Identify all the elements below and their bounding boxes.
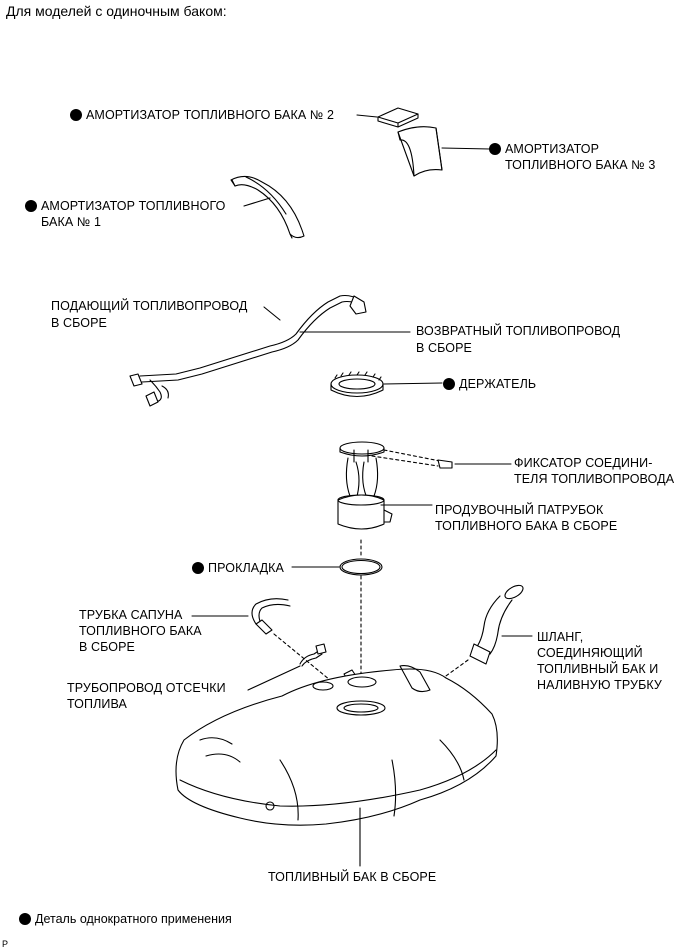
label-text: АМОРТИЗАТОР ТОПЛИВНОГО <box>41 199 226 213</box>
label-fuel-tube-connector-clip: ФИКСАТОР СОЕДИНИ- <box>514 456 653 470</box>
legend-text: Деталь однократного применения <box>35 912 232 926</box>
label-text: АМОРТИЗАТОР ТОПЛИВНОГО БАКА № 2 <box>86 108 334 122</box>
label-supply-fuel-tube-line2: В СБОРЕ <box>51 316 107 330</box>
non-reusable-part-dot-icon <box>489 143 501 155</box>
label-breather-tube-line3: В СБОРЕ <box>79 640 135 654</box>
label-retainer: ДЕРЖАТЕЛЬ <box>443 376 536 393</box>
filler-hose-part <box>431 584 533 687</box>
non-reusable-part-dot-icon <box>25 200 37 212</box>
label-filler-hose-line3: ТОПЛИВНЫЙ БАК И <box>537 662 659 676</box>
fuel-tank-damper-3-part <box>397 126 491 177</box>
fuel-tube-assembly-part <box>129 294 411 407</box>
label-fuel-cutoff-tube-line2: ТОПЛИВА <box>67 697 127 711</box>
label-return-fuel-tube: ВОЗВРАТНЫЙ ТОПЛИВОПРОВОД <box>416 324 621 338</box>
label-fuel-tank-damper-3: АМОРТИЗАТОР <box>489 141 599 158</box>
non-reusable-part-dot-icon <box>443 378 455 390</box>
label-filler-hose-line2: СОЕДИНЯЮЩИЙ <box>537 646 643 660</box>
breather-tube-assembly-part <box>191 598 331 681</box>
gasket-part <box>291 558 383 576</box>
fuel-tank-damper-2-part <box>356 107 419 128</box>
label-fuel-tank-damper-2: АМОРТИЗАТОР ТОПЛИВНОГО БАКА № 2 <box>70 107 334 124</box>
label-fuel-tank-damper-1: АМОРТИЗАТОР ТОПЛИВНОГО <box>25 198 225 215</box>
page-mark: P <box>2 939 9 949</box>
non-reusable-part-dot-icon <box>70 109 82 121</box>
label-fuel-suction-tube-line2: ТОПЛИВНОГО БАКА В СБОРЕ <box>435 519 618 533</box>
label-filler-hose: ШЛАНГ, <box>537 630 584 644</box>
legend-note: Деталь однократного применения <box>19 912 232 926</box>
label-fuel-tank-damper-3-line2: ТОПЛИВНОГО БАКА № 3 <box>505 158 656 172</box>
fuel-tank-damper-1-part <box>230 175 305 239</box>
label-gasket: ПРОКЛАДКА <box>192 560 284 577</box>
retainer-ring-part <box>330 371 443 398</box>
label-return-fuel-tube-line2: В СБОРЕ <box>416 341 472 355</box>
non-reusable-part-dot-icon <box>19 913 31 925</box>
label-text: АМОРТИЗАТОР <box>505 142 600 156</box>
label-breather-tube-line2: ТОПЛИВНОГО БАКА <box>79 624 202 638</box>
fuel-tank-assembly-part <box>175 665 498 867</box>
diagram-heading: Для моделей с одиночным баком: <box>6 3 227 19</box>
label-fuel-cutoff-tube: ТРУБОПРОВОД ОТСЕЧКИ <box>67 681 226 695</box>
label-text: ПРОКЛАДКА <box>208 561 284 575</box>
label-fuel-suction-tube: ПРОДУВОЧНЫЙ ПАТРУБОК <box>435 503 604 517</box>
label-fuel-tank-assembly: ТОПЛИВНЫЙ БАК В СБОРЕ <box>268 870 437 884</box>
label-breather-tube: ТРУБКА САПУНА <box>79 608 183 622</box>
label-filler-hose-line4: НАЛИВНУЮ ТРУБКУ <box>537 678 662 692</box>
label-text: ДЕРЖАТЕЛЬ <box>459 377 537 391</box>
fuel-suction-tube-assembly-part <box>337 441 512 530</box>
non-reusable-part-dot-icon <box>192 562 204 574</box>
label-fuel-tube-connector-clip-line2: ТЕЛЯ ТОПЛИВОПРОВОДА <box>514 472 675 486</box>
label-supply-fuel-tube: ПОДАЮЩИЙ ТОПЛИВОПРОВОД <box>51 299 248 313</box>
label-fuel-tank-damper-1-line2: БАКА № 1 <box>41 215 101 229</box>
